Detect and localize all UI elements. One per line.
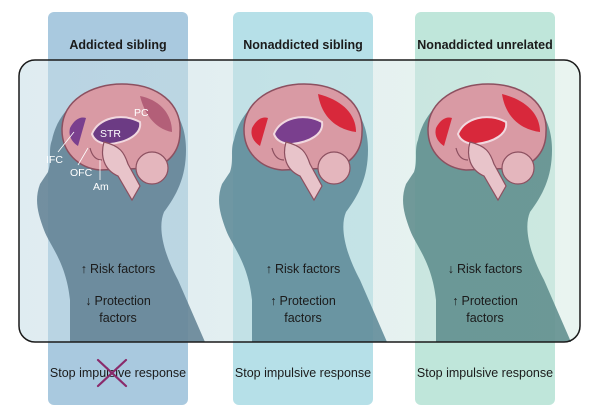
risk-factors-label: Risk factors (274, 262, 341, 276)
risk-factors-label: Risk factors (89, 262, 156, 276)
protection-factors-nonaddicted-unrelated: ↑Protection factors (415, 293, 555, 327)
ifc-label: IFC (46, 154, 63, 166)
risk-arrow-up-icon: ↑ (265, 262, 272, 276)
brain-nonaddicted-sibling (243, 83, 363, 202)
brain-nonaddicted-unrelated (427, 83, 547, 202)
column-title-addicted: Addicted sibling (69, 38, 167, 52)
am-label: Am (93, 181, 109, 193)
risk-factors-nonaddicted-sibling: ↑Risk factors (233, 261, 373, 278)
str-label: STR (100, 128, 121, 140)
risk-arrow-down-icon: ↓ (447, 262, 454, 276)
protection-arrow-up-icon: ↑ (270, 294, 277, 308)
ofc-label: OFC (70, 167, 93, 179)
risk-arrow-up-icon: ↑ (80, 262, 87, 276)
protection-label: Protection (94, 294, 151, 308)
protection-factors-addicted: ↓Protection factors (48, 293, 188, 327)
protection-label: Protection (279, 294, 336, 308)
risk-factors-label: Risk factors (456, 262, 523, 276)
protection-label: Protection (461, 294, 518, 308)
cross-out-mark-icon (96, 358, 128, 388)
protection-arrow-up-icon: ↑ (452, 294, 459, 308)
column-title-nonaddicted-unrelated: Nonaddicted unrelated (417, 38, 553, 52)
caption-nonaddicted-sibling: Stop impulsive response (234, 366, 372, 380)
risk-factors-nonaddicted-unrelated: ↓Risk factors (415, 261, 555, 278)
protection-factors-nonaddicted-sibling: ↑Protection factors (233, 293, 373, 327)
factors-label: factors (466, 311, 504, 325)
caption-addicted: Stop impulsive response (49, 366, 187, 380)
column-title-nonaddicted-sibling: Nonaddicted sibling (243, 38, 363, 52)
factors-label: factors (99, 311, 137, 325)
ifc-pointer (57, 131, 75, 153)
head-panel-outline (18, 59, 581, 343)
caption-nonaddicted-unrelated: Stop impulsive response (416, 366, 554, 380)
protection-arrow-down-icon: ↓ (85, 294, 92, 308)
risk-factors-addicted: ↑Risk factors (48, 261, 188, 278)
ofc-pointer (77, 147, 89, 166)
brain-addicted (61, 83, 181, 202)
pc-label: PC (134, 107, 149, 119)
factors-label: factors (284, 311, 322, 325)
